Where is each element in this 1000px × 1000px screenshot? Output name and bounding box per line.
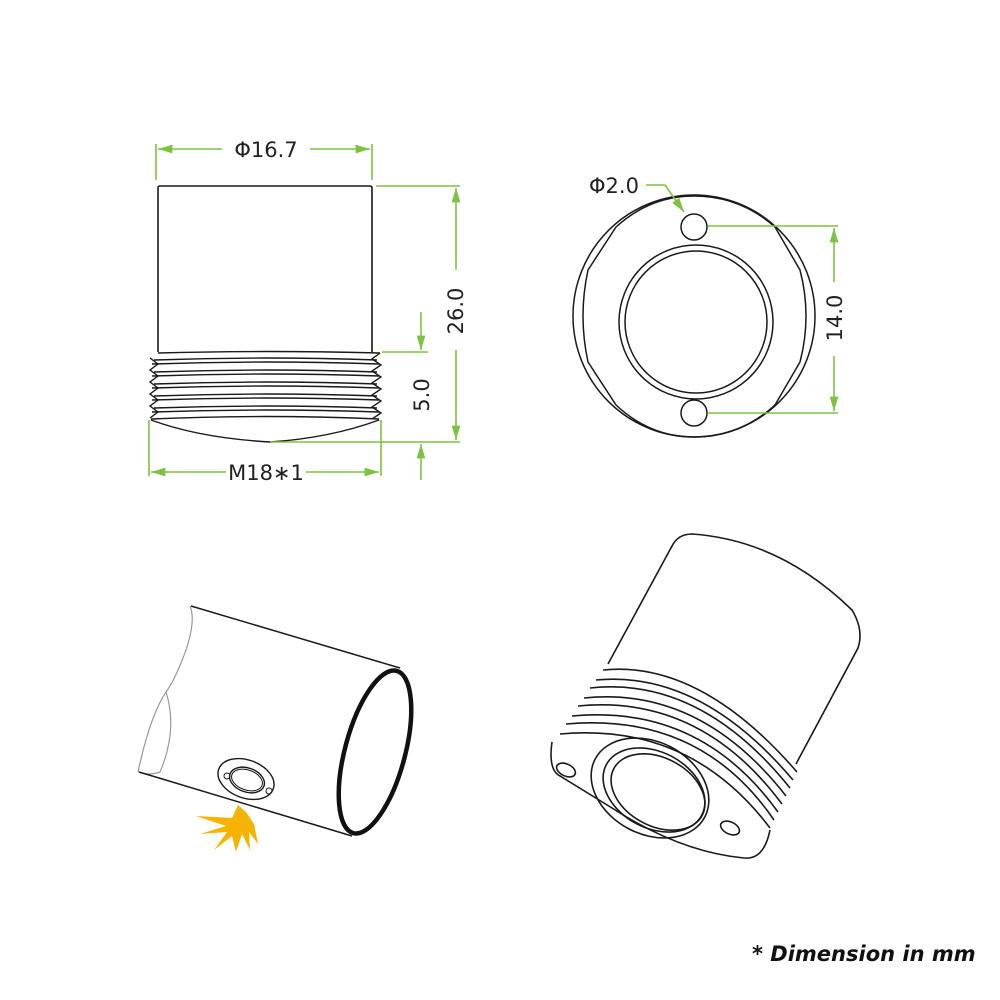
hole-spacing-label: 14.0 [823,295,847,342]
thread-spec-label: M18∗1 [228,461,304,485]
thread-length-label: 5.0 [410,378,434,411]
side-dimension-lines [148,144,461,480]
front-view [572,194,816,438]
hole-diameter-label: Φ2.0 [589,174,639,198]
diameter-label: Φ16.7 [234,138,297,162]
height-label: 26.0 [444,288,468,335]
isometric-module-illustration [550,533,861,859]
units-footnote: * Dimension in mm [752,942,976,966]
installed-tube-illustration [137,605,414,852]
side-view: Φ16.7 26.0 5.0 M18∗1 [148,138,468,485]
thread-section [148,350,383,443]
mount-hole-top [680,213,708,241]
front-dimension-lines [646,184,839,414]
light-burst-icon [196,805,258,852]
mount-hole-bottom [680,399,708,427]
